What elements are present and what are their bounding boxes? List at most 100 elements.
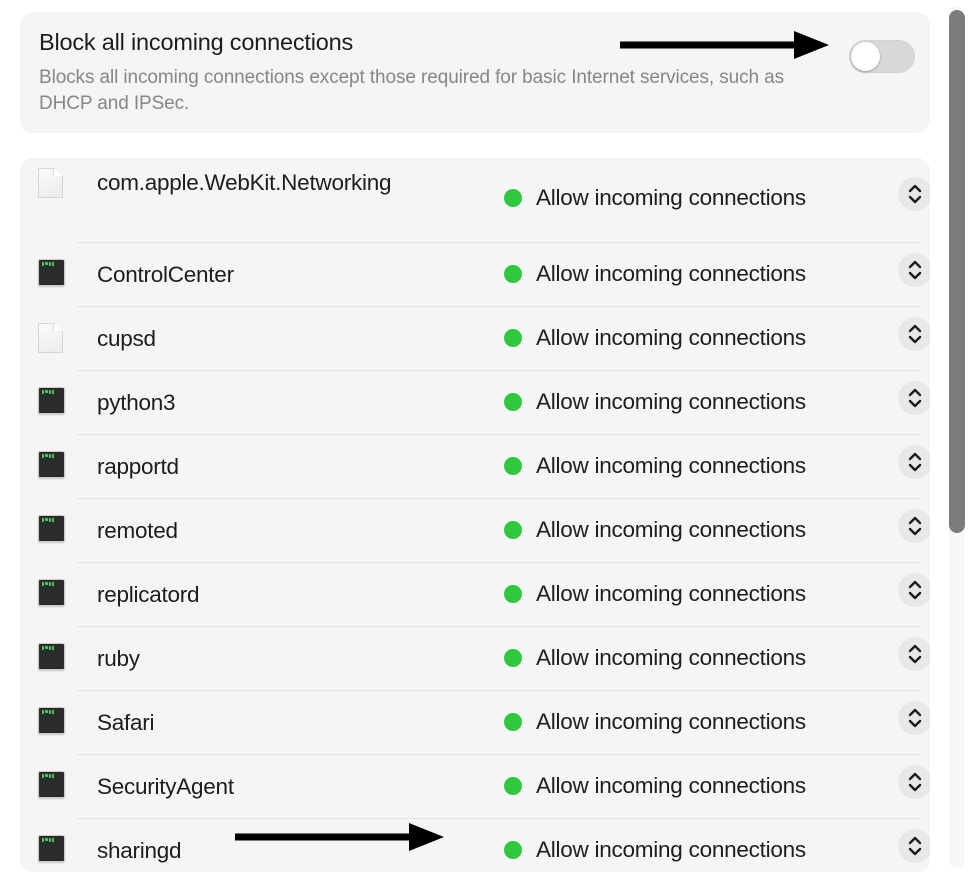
row-separator [77, 690, 920, 691]
app-row[interactable]: ruby Allow incoming connections [20, 626, 930, 690]
chevron-up-down-icon [908, 184, 922, 204]
terminal-icon [38, 771, 65, 800]
status-dot-icon [504, 649, 522, 667]
app-name: remoted [97, 518, 178, 543]
status-label: Allow incoming connections [536, 389, 806, 414]
status-dot-icon [504, 393, 522, 411]
status-dot-icon [504, 329, 522, 347]
chevron-up-down-icon [908, 644, 922, 664]
connection-status: Allow incoming connections [504, 644, 806, 672]
toggle-knob [851, 42, 880, 71]
app-name: SecurityAgent [97, 774, 234, 799]
status-dot-icon [504, 841, 522, 859]
chevron-up-down-icon [908, 836, 922, 856]
status-label: Allow incoming connections [536, 837, 806, 862]
app-name: ruby [97, 646, 140, 671]
chevron-up-down-icon [908, 260, 922, 280]
app-name: replicatord [97, 582, 200, 607]
chevron-up-down-icon [908, 708, 922, 728]
chevron-up-down-icon [908, 516, 922, 536]
vertical-scrollbar-thumb[interactable] [949, 10, 965, 533]
block-all-incoming-connections-description: Blocks all incoming connections except t… [39, 67, 785, 114]
status-label: Allow incoming connections [536, 261, 806, 286]
connection-status: Allow incoming connections [504, 260, 806, 288]
connection-policy-popup-button[interactable] [898, 509, 930, 543]
row-separator [77, 498, 920, 499]
app-name: python3 [97, 390, 176, 415]
row-separator [77, 818, 920, 819]
app-row[interactable]: python3 Allow incoming connections [20, 370, 930, 434]
connection-policy-popup-button[interactable] [898, 253, 930, 287]
app-row[interactable]: cupsd Allow incoming connections [20, 306, 930, 370]
app-row[interactable]: SecurityAgent Allow incoming connections [20, 754, 930, 818]
app-row[interactable]: sharingd Allow incoming connections [20, 818, 930, 872]
connection-policy-popup-button[interactable] [898, 381, 930, 415]
row-separator [77, 434, 920, 435]
block-all-incoming-connections-toggle[interactable] [849, 40, 915, 73]
connection-status: Allow incoming connections [504, 836, 806, 864]
terminal-icon [38, 451, 65, 480]
connection-policy-popup-button[interactable] [898, 317, 930, 351]
status-dot-icon [504, 585, 522, 603]
app-row[interactable]: replicatord Allow incoming connections [20, 562, 930, 626]
connection-status: Allow incoming connections [504, 708, 806, 736]
terminal-icon [38, 515, 65, 544]
chevron-up-down-icon [908, 324, 922, 344]
connection-policy-popup-button[interactable] [898, 829, 930, 863]
app-name: cupsd [97, 326, 156, 351]
app-name: sharingd [97, 838, 182, 863]
connection-status: Allow incoming connections [504, 452, 806, 480]
status-dot-icon [504, 189, 522, 207]
connection-status: Allow incoming connections [504, 580, 806, 608]
status-label: Allow incoming connections [536, 517, 806, 542]
row-separator [77, 242, 920, 243]
status-dot-icon [504, 265, 522, 283]
app-row[interactable]: Safari Allow incoming connections [20, 690, 930, 754]
terminal-icon [38, 835, 65, 864]
connection-policy-popup-button[interactable] [898, 573, 930, 607]
status-dot-icon [504, 521, 522, 539]
connection-policy-popup-button[interactable] [898, 637, 930, 671]
row-separator [77, 370, 920, 371]
connection-status: Allow incoming connections [504, 324, 806, 352]
terminal-icon [38, 387, 65, 416]
chevron-up-down-icon [908, 772, 922, 792]
connection-status: Allow incoming connections [504, 772, 806, 800]
connection-policy-popup-button[interactable] [898, 701, 930, 735]
connection-policy-popup-button[interactable] [898, 445, 930, 479]
app-name: Safari [97, 710, 155, 735]
status-label: Allow incoming connections [536, 645, 806, 670]
terminal-icon [38, 259, 65, 288]
app-row[interactable]: ControlCenter Allow incoming connections [20, 242, 930, 306]
row-separator [77, 754, 920, 755]
connection-status: Allow incoming connections [504, 516, 806, 544]
connection-policy-popup-button[interactable] [898, 177, 930, 211]
status-label: Allow incoming connections [536, 185, 806, 210]
terminal-icon [38, 579, 65, 608]
status-label: Allow incoming connections [536, 325, 806, 350]
status-label: Allow incoming connections [536, 773, 806, 798]
app-name: ControlCenter [97, 262, 234, 287]
chevron-up-down-icon [908, 580, 922, 600]
status-label: Allow incoming connections [536, 709, 806, 734]
status-label: Allow incoming connections [536, 581, 806, 606]
app-row[interactable]: remoted Allow incoming connections [20, 498, 930, 562]
connection-policy-popup-button[interactable] [898, 765, 930, 799]
block-all-incoming-connections-title: Block all incoming connections [39, 29, 354, 55]
status-label: Allow incoming connections [536, 453, 806, 478]
document-icon [38, 323, 65, 353]
status-dot-icon [504, 777, 522, 795]
arrow-to-toggle [618, 28, 832, 62]
chevron-up-down-icon [908, 388, 922, 408]
connection-status: Allow incoming connections [504, 184, 806, 212]
chevron-up-down-icon [908, 452, 922, 472]
app-name: com.apple.WebKit.Networking [97, 170, 392, 195]
status-dot-icon [504, 713, 522, 731]
terminal-icon [38, 707, 65, 736]
arrow-to-sharingd-row [233, 820, 447, 854]
document-icon [38, 168, 65, 198]
row-separator [77, 306, 920, 307]
